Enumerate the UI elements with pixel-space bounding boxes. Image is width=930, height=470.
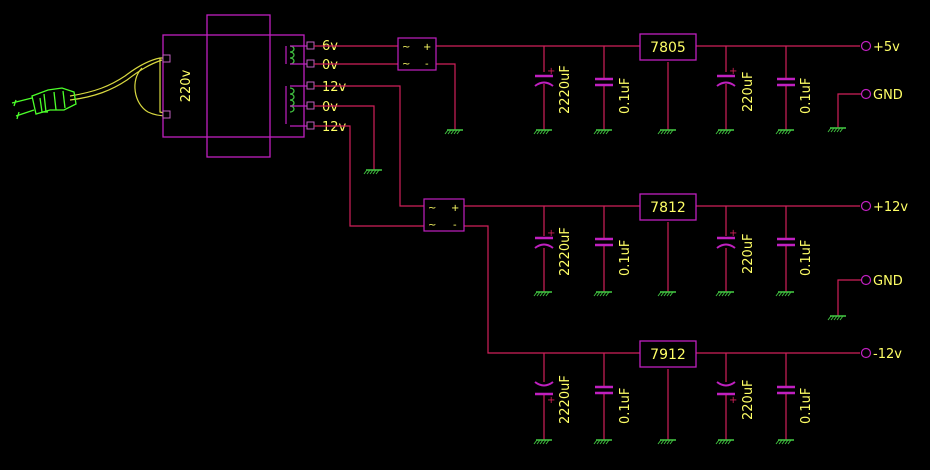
svg-text:+: + bbox=[547, 395, 555, 406]
output-label: GND bbox=[873, 88, 903, 103]
svg-text:~: ~ bbox=[428, 203, 436, 214]
svg-text:0.1uF: 0.1uF bbox=[799, 78, 814, 114]
ground-symbol-icon bbox=[657, 439, 676, 445]
transformer-primary-label: 220v bbox=[179, 69, 194, 102]
svg-text:2220uF: 2220uF bbox=[558, 375, 573, 424]
ground-symbol-icon bbox=[593, 129, 612, 135]
svg-text:~: ~ bbox=[428, 220, 436, 231]
svg-text:0.1uF: 0.1uF bbox=[799, 388, 814, 424]
ground-symbol-icon bbox=[533, 129, 552, 135]
svg-text:0.1uF: 0.1uF bbox=[618, 78, 633, 114]
capacitor-bypass: 0.1uF bbox=[595, 237, 633, 276]
wiring bbox=[314, 45, 866, 440]
output-terminal-gnd: GND bbox=[860, 274, 903, 289]
capacitor-bypass: 0.1uF bbox=[777, 237, 814, 276]
ground-symbol-icon bbox=[715, 129, 734, 135]
output-terminal-12v: +12v bbox=[860, 200, 908, 215]
output-label: +5v bbox=[873, 40, 900, 55]
tap-label: 0v bbox=[322, 100, 338, 115]
tap-label: 12v bbox=[322, 120, 347, 135]
ground-symbols bbox=[363, 127, 846, 445]
regulator-7912: 7912 bbox=[639, 340, 697, 368]
svg-text:0.1uF: 0.1uF bbox=[618, 388, 633, 424]
svg-text:220uF: 220uF bbox=[741, 71, 756, 112]
svg-text:7912: 7912 bbox=[650, 347, 686, 363]
output-terminal-5v: +5v bbox=[860, 40, 900, 55]
capacitor-bypass: 0.1uF bbox=[777, 78, 814, 114]
capacitor-bypass: 0.1uF bbox=[595, 385, 633, 424]
power-plug-icon bbox=[11, 87, 77, 120]
ground-symbol-icon bbox=[775, 291, 794, 297]
power-cord bbox=[69, 57, 169, 117]
svg-text:+: + bbox=[729, 66, 737, 77]
svg-text:7805: 7805 bbox=[650, 40, 686, 56]
svg-text:220uF: 220uF bbox=[741, 379, 756, 420]
ground-symbol-icon bbox=[593, 291, 612, 297]
svg-text:7812: 7812 bbox=[650, 200, 686, 216]
svg-text:-: - bbox=[425, 59, 429, 70]
bridge-rectifier-1: ~ ~ + - bbox=[397, 37, 437, 71]
tap-label: 12v bbox=[322, 80, 347, 95]
svg-text:2220uF: 2220uF bbox=[558, 65, 573, 114]
output-label: -12v bbox=[873, 347, 902, 362]
regulator-7805: 7805 bbox=[639, 33, 697, 61]
capacitor-electrolytic: + 220uF bbox=[716, 66, 756, 112]
svg-text:0.1uF: 0.1uF bbox=[799, 240, 814, 276]
capacitor-electrolytic: + 2220uF bbox=[534, 227, 573, 276]
svg-text:-: - bbox=[453, 220, 457, 231]
ground-symbol-icon bbox=[715, 439, 734, 445]
svg-text:+: + bbox=[423, 42, 431, 53]
output-label: GND bbox=[873, 274, 903, 289]
svg-text:+: + bbox=[547, 228, 555, 239]
capacitor-electrolytic: + 220uF bbox=[716, 228, 756, 274]
ground-symbol-icon bbox=[775, 129, 794, 135]
ground-symbol-icon bbox=[533, 439, 552, 445]
svg-text:~: ~ bbox=[402, 59, 410, 70]
capacitor-bypass: 0.1uF bbox=[595, 78, 633, 114]
output-label: +12v bbox=[873, 200, 908, 215]
tap-label: 0v bbox=[322, 58, 338, 73]
regulator-7812: 7812 bbox=[639, 193, 697, 221]
svg-text:2220uF: 2220uF bbox=[558, 227, 573, 276]
output-terminal-gnd: GND bbox=[860, 88, 903, 103]
svg-text:220uF: 220uF bbox=[741, 233, 756, 274]
ground-symbol-icon bbox=[827, 127, 846, 133]
ground-symbol-icon bbox=[827, 315, 846, 321]
ground-symbol-icon bbox=[775, 439, 794, 445]
ground-symbol-icon bbox=[657, 291, 676, 297]
capacitor-electrolytic: + 220uF bbox=[716, 379, 756, 420]
output-terminal-neg12v: -12v bbox=[860, 347, 902, 362]
bridge-rectifier-2: ~ ~ + - bbox=[423, 198, 465, 232]
ground-symbol-icon bbox=[715, 291, 734, 297]
capacitor-electrolytic: + 2220uF bbox=[534, 65, 573, 114]
svg-text:+: + bbox=[729, 228, 737, 239]
ground-symbol-icon bbox=[533, 291, 552, 297]
svg-text:0.1uF: 0.1uF bbox=[618, 240, 633, 276]
ground-symbol-icon bbox=[363, 169, 382, 175]
svg-text:+: + bbox=[547, 66, 555, 77]
ground-symbol-icon bbox=[657, 129, 676, 135]
svg-text:+: + bbox=[451, 203, 459, 214]
ground-symbol-icon bbox=[444, 129, 463, 135]
svg-text:+: + bbox=[729, 395, 737, 406]
capacitor-electrolytic: + 2220uF bbox=[534, 375, 573, 424]
capacitor-bypass: 0.1uF bbox=[777, 385, 814, 424]
svg-text:~: ~ bbox=[402, 42, 410, 53]
ground-symbol-icon bbox=[593, 439, 612, 445]
